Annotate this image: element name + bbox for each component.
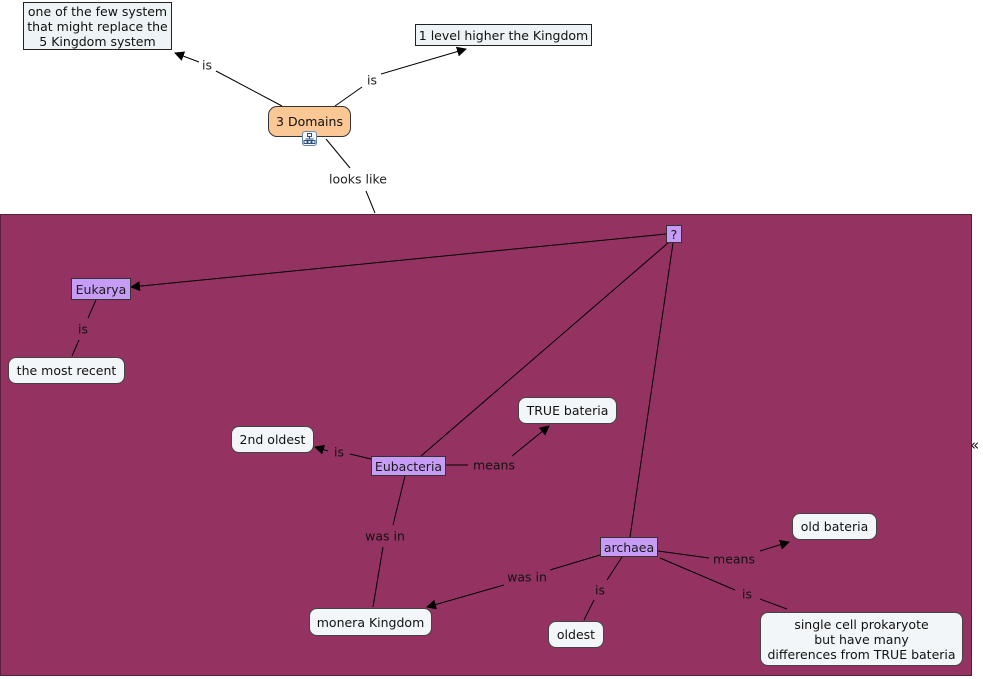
link-looks-like-a xyxy=(325,138,351,169)
submap-icon[interactable] xyxy=(302,131,317,146)
link-label-archaea-means: means xyxy=(710,551,758,567)
link-label-archaea-is-single: is xyxy=(739,586,755,602)
link-root-is-right-a xyxy=(334,86,363,107)
link-eubacteria-is-b xyxy=(314,444,329,455)
node-few-system[interactable]: one of the few system that might replace… xyxy=(23,2,172,50)
link-looks-like-b xyxy=(365,190,376,214)
link-question-archaea xyxy=(629,242,674,538)
link-label-eubacteria-is: is xyxy=(331,444,347,460)
node-single-cell[interactable]: single cell prokaryote but have many dif… xyxy=(760,612,963,666)
link-question-eukarya xyxy=(130,233,667,292)
node-few-system-line-2: that might replace the xyxy=(27,18,168,34)
link-root-is-left-a xyxy=(215,70,283,107)
link-eukarya-is-a xyxy=(87,299,97,319)
node-question[interactable]: ? xyxy=(666,225,682,243)
link-label-archaea-was-in: was in xyxy=(504,569,550,585)
link-root-is-right-b xyxy=(380,46,467,75)
node-single-cell-line-3: differences from TRUE bateria xyxy=(767,646,956,662)
link-label-archaea-is-oldest: is xyxy=(592,582,608,598)
node-eubacteria[interactable]: Eubacteria xyxy=(371,456,446,476)
link-eubacteria-is-a xyxy=(349,453,372,460)
link-label-eubacteria-was-in: was in xyxy=(362,528,408,544)
link-archaea-is-oldest-a xyxy=(606,556,623,581)
link-eubacteria-means-b xyxy=(511,425,550,457)
link-archaea-means-a xyxy=(657,550,710,559)
link-archaea-was-in-a xyxy=(549,554,601,571)
node-single-cell-line-2: but have many xyxy=(814,631,909,647)
node-monera-kingdom[interactable]: monera Kingdom xyxy=(309,608,432,636)
node-oldest[interactable]: oldest xyxy=(548,621,604,648)
link-root-is-left-b xyxy=(174,51,200,63)
link-label-root-is-right: is xyxy=(364,72,380,88)
node-archaea[interactable]: archaea xyxy=(600,537,658,557)
node-few-system-line-3: 5 Kingdom system xyxy=(39,33,156,49)
link-label-eubacteria-means: means xyxy=(470,457,518,473)
link-archaea-is-oldest-b xyxy=(583,599,595,621)
link-label-eukarya-is: is xyxy=(75,321,91,337)
link-archaea-was-in-b xyxy=(426,584,505,610)
link-eukarya-is-b xyxy=(71,339,80,357)
link-eubacteria-was-in-a xyxy=(392,475,406,526)
link-archaea-means-b xyxy=(759,539,790,552)
node-most-recent[interactable]: the most recent xyxy=(8,357,125,384)
node-eukarya[interactable]: Eukarya xyxy=(71,278,131,300)
node-true-bacteria[interactable]: TRUE bateria xyxy=(518,397,617,424)
node-few-system-line-1: one of the few system xyxy=(27,3,168,19)
link-label-root-is-left: is xyxy=(199,57,215,73)
link-archaea-is-single-a xyxy=(659,557,736,591)
node-old-bacteria[interactable]: old bateria xyxy=(792,513,877,540)
node-second-oldest[interactable]: 2nd oldest xyxy=(231,426,314,453)
link-archaea-is-single-b xyxy=(759,598,788,610)
link-eubacteria-was-in-b xyxy=(372,546,384,608)
nested-map-panel xyxy=(0,214,972,676)
link-label-looks-like: looks like xyxy=(326,171,390,187)
link-question-eubacteria xyxy=(420,242,669,457)
double-chevron-left-icon[interactable]: « xyxy=(970,436,980,454)
node-level-higher[interactable]: 1 level higher the Kingdom xyxy=(415,24,592,46)
node-single-cell-line-1: single cell prokaryote xyxy=(794,616,929,632)
